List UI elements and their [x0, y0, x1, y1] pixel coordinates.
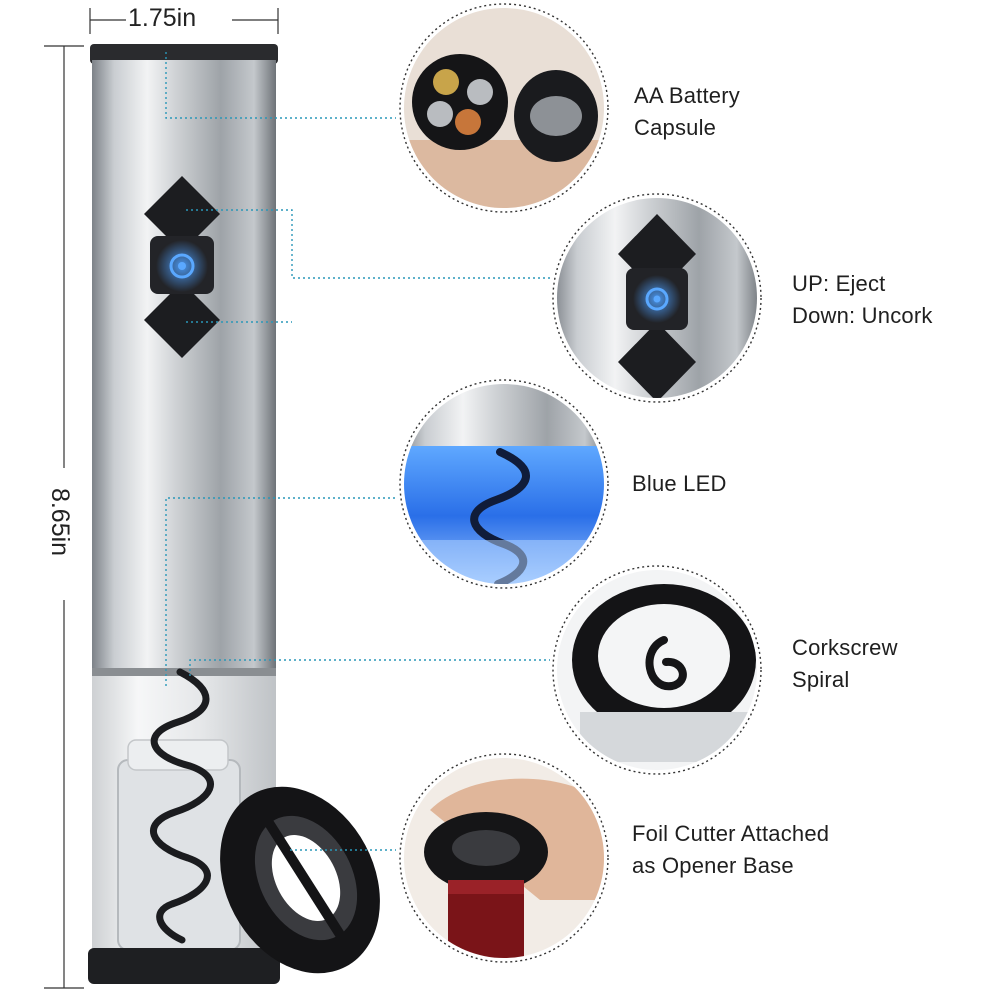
foil-cutter-cap: [220, 786, 380, 974]
callout-foil: Foil Cutter Attached as Opener Base: [632, 818, 829, 882]
callout-buttons-line-1: UP: Eject: [792, 271, 886, 296]
height-dimension-line: [44, 45, 84, 989]
callout-spiral-line-1: Corkscrew: [792, 635, 898, 660]
callout-led-line-1: Blue LED: [632, 471, 727, 496]
corkscrew-spiral-photo: [552, 565, 762, 775]
wine-opener-body: [88, 44, 380, 984]
callout-battery-line-1: AA Battery: [634, 83, 740, 108]
callout-battery-line-2: Capsule: [634, 115, 717, 140]
callout-buttons: UP: Eject Down: Uncork: [792, 268, 933, 332]
callout-spiral: Corkscrew Spiral: [792, 632, 898, 696]
callout-foil-line-1: Foil Cutter Attached: [632, 821, 830, 846]
height-dimension-label: 8.65in: [46, 487, 74, 557]
blue-led-photo: [399, 379, 609, 589]
callout-leader-lines: [165, 52, 550, 851]
battery-capsule-photo: [399, 3, 609, 213]
width-dimension-label: 1.75in: [128, 4, 197, 32]
control-button-panel: [144, 176, 220, 358]
callout-battery: AA Battery Capsule: [634, 80, 740, 144]
foil-cutter-photo: [399, 753, 609, 963]
callout-spiral-line-2: Spiral: [792, 667, 850, 692]
callout-foil-line-2: as Opener Base: [632, 853, 794, 878]
width-dimension-line: [89, 8, 279, 34]
control-buttons-photo: [552, 193, 762, 403]
callout-buttons-line-2: Down: Uncork: [792, 303, 933, 328]
callout-led: Blue LED: [632, 468, 727, 500]
